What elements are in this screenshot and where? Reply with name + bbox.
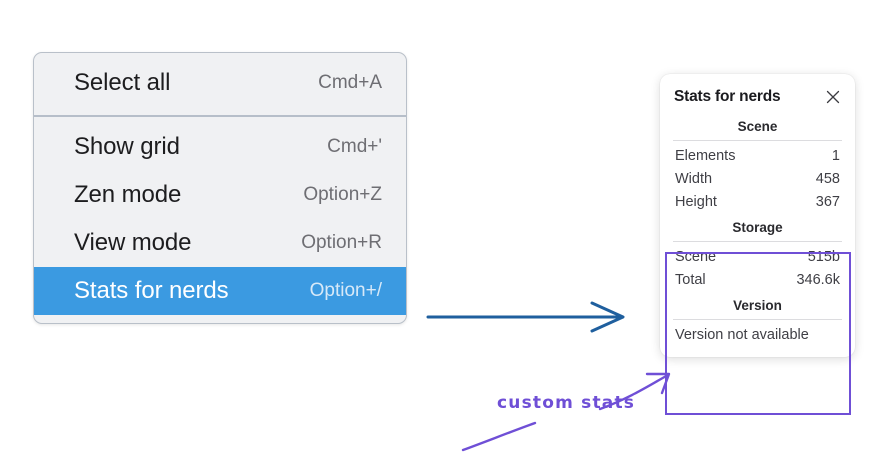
- stats-for-nerds-panel: Stats for nerds Scene Elements 1 Width 4…: [660, 74, 855, 357]
- section-title-scene: Scene: [737, 119, 778, 134]
- stat-key: Scene: [675, 248, 717, 265]
- panel-header: Stats for nerds: [660, 74, 855, 112]
- panel-body: Scene Elements 1 Width 458 Height 367 St…: [660, 112, 855, 345]
- stat-key: Height: [675, 193, 717, 210]
- close-icon[interactable]: [825, 89, 841, 105]
- stat-key: Width: [675, 170, 713, 187]
- menu-item-label: Zen mode: [74, 181, 182, 208]
- menu-item-zen-mode[interactable]: Zen mode Option+Z: [34, 171, 406, 219]
- stat-row-storage-scene: Scene 515b: [673, 245, 842, 268]
- menu-item-label: Stats for nerds: [74, 277, 229, 304]
- stat-value: 367: [815, 193, 840, 210]
- menu-item-shortcut: Cmd+A: [318, 72, 382, 93]
- stat-value: 458: [815, 170, 840, 187]
- section-title-version: Version: [733, 298, 782, 313]
- menu-item-shortcut: Option+R: [301, 232, 382, 253]
- section-divider: [673, 241, 842, 242]
- menu-item-shortcut: Option+/: [309, 280, 382, 301]
- menu-item-label: Select all: [74, 69, 171, 96]
- stat-row-height: Height 367: [673, 190, 842, 213]
- menu-item-label: Show grid: [74, 133, 180, 160]
- menu-item-stats-for-nerds[interactable]: Stats for nerds Option+/: [34, 267, 406, 315]
- section-divider: [673, 140, 842, 141]
- menu-item-view-mode[interactable]: View mode Option+R: [34, 219, 406, 267]
- context-menu[interactable]: Select all Cmd+A Show grid Cmd+' Zen mod…: [33, 52, 407, 324]
- purple-underline-annotation: [461, 421, 537, 452]
- stat-value: 1: [831, 147, 840, 164]
- stat-row-width: Width 458: [673, 167, 842, 190]
- annotation-label-custom-stats: custom stats: [497, 393, 636, 413]
- stat-value: 346.6k: [796, 271, 840, 288]
- stat-value: 515b: [807, 248, 840, 265]
- section-divider: [673, 319, 842, 320]
- menu-item-show-grid[interactable]: Show grid Cmd+': [34, 123, 406, 171]
- menu-item-shortcut: Option+Z: [303, 184, 382, 205]
- menu-group-2: Show grid Cmd+' Zen mode Option+Z View m…: [34, 115, 406, 323]
- version-value: Version not available: [675, 327, 809, 343]
- menu-item-label: View mode: [74, 229, 192, 256]
- stat-row-storage-total: Total 346.6k: [673, 268, 842, 291]
- menu-item-shortcut: Cmd+': [327, 136, 382, 157]
- menu-group-1: Select all Cmd+A: [34, 53, 406, 115]
- blue-arrow-annotation: [426, 301, 625, 333]
- stat-key: Total: [675, 271, 706, 288]
- stat-key: Elements: [675, 147, 736, 164]
- panel-title: Stats for nerds: [674, 88, 781, 105]
- section-title-storage: Storage: [732, 220, 783, 235]
- menu-item-select-all[interactable]: Select all Cmd+A: [34, 59, 406, 107]
- stat-row-elements: Elements 1: [673, 144, 842, 167]
